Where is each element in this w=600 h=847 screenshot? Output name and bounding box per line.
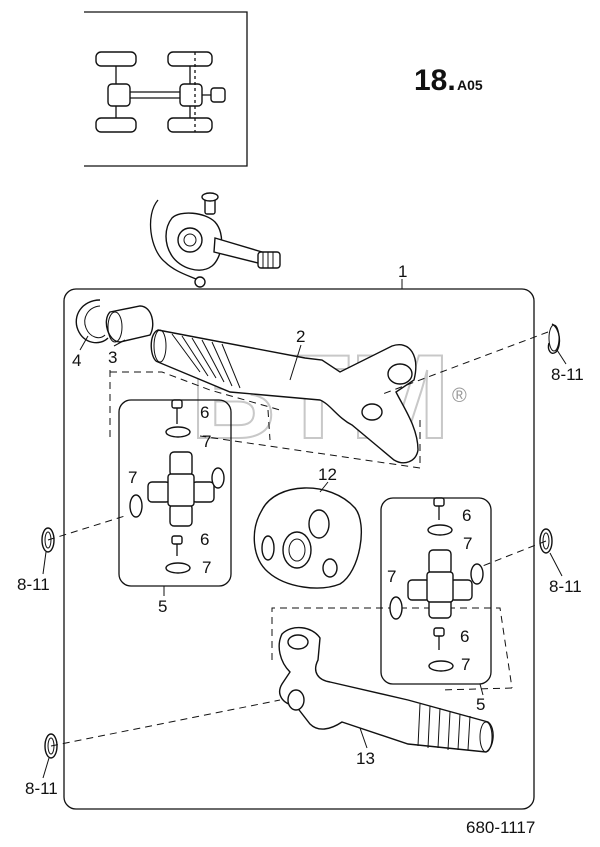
callout-7-f: 7 xyxy=(461,655,470,674)
diagram-code-suffix: A05 xyxy=(457,77,483,93)
callout-7-a: 7 xyxy=(202,432,211,451)
cross-kit-5-right xyxy=(380,497,492,685)
callout-7-c: 7 xyxy=(202,558,211,577)
housing-12 xyxy=(253,487,362,589)
callout-7-b: 7 xyxy=(128,468,137,487)
watermark-mark: ® xyxy=(452,385,467,407)
assembly-frame xyxy=(63,288,535,810)
callout-8-11-left-middle: 8-11 xyxy=(17,575,50,594)
callout-4: 4 xyxy=(72,351,81,370)
callout-6-c: 6 xyxy=(462,506,471,525)
callout-8-11-right-middle: 8-11 xyxy=(549,577,582,596)
drawing-reference-number: 680-1117 xyxy=(466,818,535,837)
diagram-code: 18. xyxy=(414,64,456,97)
callout-5-left: 5 xyxy=(158,597,167,616)
callout-13: 13 xyxy=(356,749,375,768)
callout-8-11-left-lower: 8-11 xyxy=(25,779,58,798)
callout-6-a: 6 xyxy=(200,403,209,422)
snap-ring-8-11-right-upper xyxy=(547,323,561,354)
callout-2: 2 xyxy=(296,327,305,346)
bushing-3 xyxy=(105,305,154,343)
callout-5-right: 5 xyxy=(476,695,485,714)
callout-6-b: 6 xyxy=(200,530,209,549)
callout-1: 1 xyxy=(398,262,407,281)
seal-ring-4 xyxy=(75,299,109,344)
cross-kit-5-left xyxy=(118,399,232,587)
callout-12: 12 xyxy=(318,465,337,484)
callout-7-e: 7 xyxy=(387,567,396,586)
callout-7-d: 7 xyxy=(463,534,472,553)
callouts: 1 2 3 4 6 7 7 6 7 5 12 6 7 7 6 7 5 13 8-… xyxy=(17,262,584,798)
leader-lines xyxy=(42,279,567,779)
knuckle-assembly-view xyxy=(149,192,281,288)
axle-shaft-2 xyxy=(150,329,419,464)
callout-6-d: 6 xyxy=(460,627,469,646)
callout-8-11-right-upper: 8-11 xyxy=(551,365,584,384)
callout-3: 3 xyxy=(108,348,117,367)
dashed-reference-lines xyxy=(47,331,549,747)
axle-shaft-13 xyxy=(278,627,494,753)
locator-inset xyxy=(84,11,248,167)
